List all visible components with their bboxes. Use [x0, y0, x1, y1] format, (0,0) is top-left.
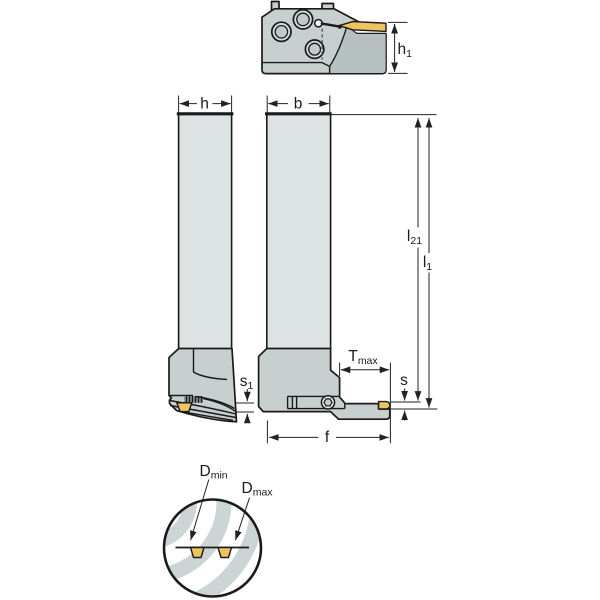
mount-hole-1-inner — [296, 12, 310, 27]
screw-hex-socket — [323, 398, 333, 407]
dim-label-h: h — [200, 96, 209, 113]
clamp-serration — [184, 396, 203, 403]
clamp-band-lines — [286, 395, 346, 410]
dim-tmax: Tmax — [339, 348, 390, 376]
insert-top-view — [338, 20, 387, 33]
dim-label-dmin: Dmin — [200, 463, 228, 482]
swoosh-line-2 — [169, 399, 237, 415]
dim-s1: s1 — [236, 373, 254, 424]
right-side-view: b Tmax s l21 l1 — [257, 95, 438, 446]
serration-lines — [185, 396, 203, 403]
clamp-lever-tip — [337, 24, 342, 29]
left-side-view: h s1 — [168, 95, 254, 424]
mount-hole-2-inner — [274, 24, 289, 39]
detail-insert-right — [217, 546, 233, 559]
insert-left-view — [176, 402, 193, 413]
swirl-band-1 — [165, 500, 197, 549]
swoosh-line-1 — [195, 395, 235, 410]
dim-label-b: b — [294, 96, 303, 113]
dim-label-h1: h1 — [398, 41, 413, 60]
dim-label-l1: l1 — [423, 254, 432, 273]
dim-l21: l21 — [407, 118, 422, 401]
dim-dmax: Dmax — [234, 480, 274, 541]
dim-l1: l1 — [423, 118, 433, 408]
dim-dmin: Dmin — [190, 463, 228, 541]
dim-h: h — [178, 95, 233, 113]
detail-insert-left — [189, 546, 205, 559]
insert-right-view — [377, 400, 391, 410]
detail-circle-view: Dmin Dmax — [162, 463, 274, 598]
swirl-band-3 — [165, 500, 260, 596]
dim-label-tmax: Tmax — [348, 348, 378, 367]
dim-label-dmax: Dmax — [242, 480, 274, 499]
top-view-drawing: h1 — [261, 0, 413, 75]
dim-s: s — [390, 372, 438, 421]
swoosh-line-5 — [202, 397, 236, 413]
head-bottom-facet-line — [262, 61, 331, 74]
dim-label-s: s — [400, 372, 408, 389]
head-pocket-step — [192, 349, 228, 381]
swoosh-line-3 — [169, 404, 236, 419]
dim-label-s1: s1 — [240, 373, 254, 392]
detail-circle-outline — [162, 498, 263, 598]
clamp-lever — [320, 22, 340, 28]
mount-hole-3-inner — [308, 42, 322, 56]
shank-left — [177, 113, 233, 350]
dim-label-l21: l21 — [407, 228, 422, 247]
dim-h1: h1 — [388, 21, 413, 74]
tool-head-right-view — [257, 347, 391, 421]
head-step-curve — [329, 26, 348, 67]
dim-f: f — [266, 362, 391, 446]
dim-b: b — [266, 95, 331, 113]
dim-label-f: f — [325, 429, 330, 446]
shank-right — [265, 113, 332, 350]
